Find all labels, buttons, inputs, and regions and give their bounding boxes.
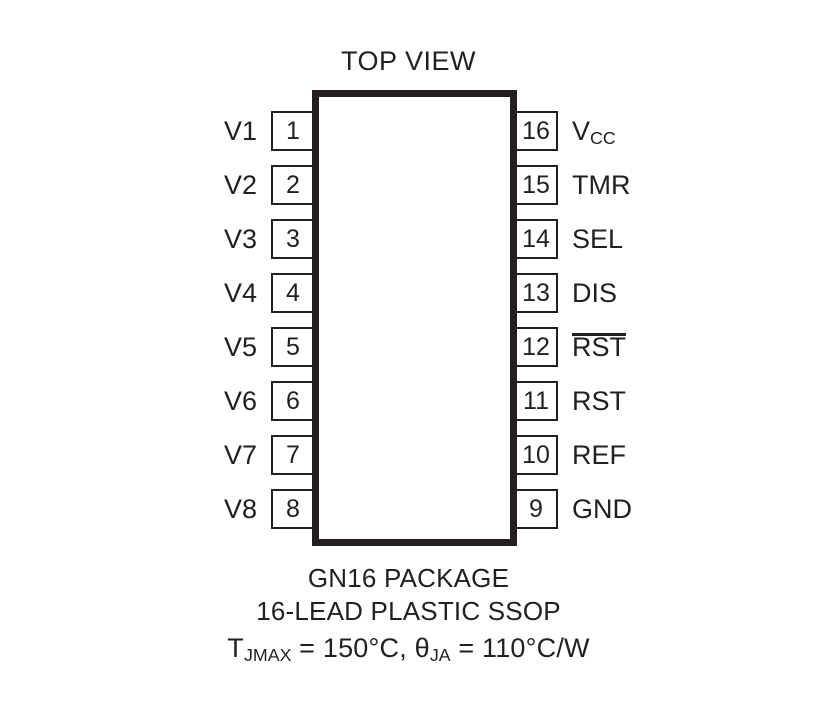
pin-number-box-5: 5 [271, 327, 315, 367]
pin-row-5: V5 5 [150, 327, 315, 367]
tjmax-symbol: T [227, 633, 244, 663]
pin-number-box-11: 11 [514, 381, 558, 421]
pin-row-8: V8 8 [150, 489, 315, 529]
pin-number-box-15: 15 [514, 165, 558, 205]
pin-number-box-8: 8 [271, 489, 315, 529]
pin-label-1: V1 [223, 115, 257, 146]
pin-number-box-1: 1 [271, 111, 315, 151]
pin-row-6: V6 6 [150, 381, 315, 421]
theta-ja-symbol: θ [414, 633, 430, 663]
pin-row-12: 12 RST [514, 327, 744, 367]
package-caption: GN16 PACKAGE 16-LEAD PLASTIC SSOP TJMAX … [0, 562, 817, 668]
pin-row-1: V1 1 [150, 111, 315, 151]
pin-row-11: 11 RST [514, 381, 744, 421]
pin-label-11: RST [572, 385, 626, 416]
package-type-value: 16-LEAD PLASTIC SSOP [256, 596, 561, 626]
pin-number-box-7: 7 [271, 435, 315, 475]
tjmax-value: = 150°C, [291, 633, 415, 663]
pin-number-box-9: 9 [514, 489, 558, 529]
tjmax-subscript: JMAX [243, 645, 292, 666]
pin-row-10: 10 REF [514, 435, 744, 475]
thermal-spec-text: TJMAX = 150°C, θJA = 110°C/W [0, 632, 817, 668]
package-body-outline [312, 90, 517, 546]
pin-row-4: V4 4 [150, 273, 315, 313]
pin-label-7: V7 [223, 439, 257, 470]
pin-row-16: 16 VCC [514, 111, 744, 151]
pin-row-14: 14 SEL [514, 219, 744, 259]
pin-label-12-overline-text: RST [572, 332, 626, 362]
pin-label-3: V3 [223, 223, 257, 254]
pin-label-5: V5 [223, 331, 257, 362]
pin-number-box-6: 6 [271, 381, 315, 421]
page-title: TOP VIEW [340, 46, 477, 76]
pin-number-box-14: 14 [514, 219, 558, 259]
pin-row-13: 13 DIS [514, 273, 744, 313]
pin-label-9: GND [572, 493, 632, 524]
pin-label-8: V8 [223, 493, 257, 524]
pin-row-7: V7 7 [150, 435, 315, 475]
theta-ja-value: = 110°C/W [450, 633, 590, 663]
pin-row-3: V3 3 [150, 219, 315, 259]
pin-label-16: VCC [572, 115, 616, 148]
pin-label-16-subscript: CC [590, 127, 616, 148]
pin-label-2: V2 [223, 169, 257, 200]
pin-label-6: V6 [223, 385, 257, 416]
pin-label-14: SEL [572, 223, 624, 254]
pin-label-10: REF [572, 439, 626, 470]
pin-label-12: RST [572, 333, 626, 361]
package-type-text: 16-LEAD PLASTIC SSOP [0, 595, 817, 628]
pin-row-2: V2 2 [150, 165, 315, 205]
pin-label-15: TMR [572, 169, 631, 200]
pin-number-box-3: 3 [271, 219, 315, 259]
pin-label-13: DIS [572, 277, 618, 308]
package-name-text: GN16 PACKAGE [307, 563, 510, 593]
pin-number-box-4: 4 [271, 273, 315, 313]
pin-label-16-base: V [572, 115, 591, 146]
pin-number-box-13: 13 [514, 273, 558, 313]
pin-row-15: 15 TMR [514, 165, 744, 205]
pin-row-9: 9 GND [514, 489, 744, 529]
pin-number-box-12: 12 [514, 327, 558, 367]
pin-label-4: V4 [223, 277, 257, 308]
pin-number-box-10: 10 [514, 435, 558, 475]
theta-ja-subscript: JA [429, 645, 451, 666]
pin-number-box-2: 2 [271, 165, 315, 205]
pin-number-box-16: 16 [514, 111, 558, 151]
